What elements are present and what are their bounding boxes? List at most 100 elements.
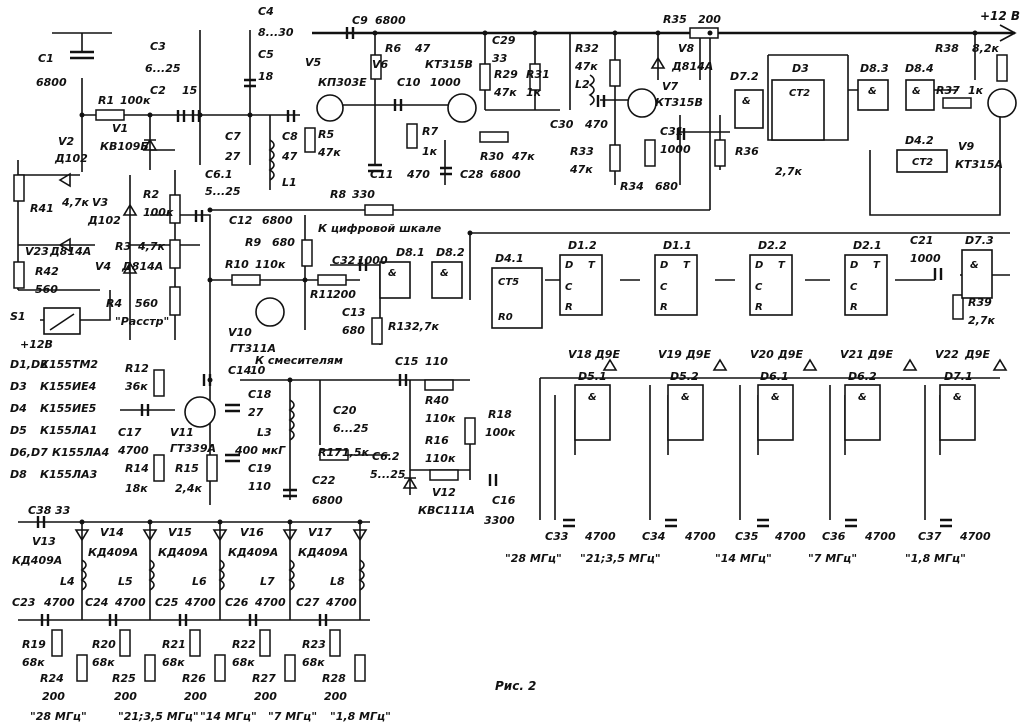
label-r39-value: 2,7к xyxy=(968,314,995,327)
label-v5: V5 xyxy=(305,56,322,69)
label-r30: R30 xyxy=(480,150,504,163)
legend-type-d8: К155ЛА3 xyxy=(40,468,98,481)
label-c21-value: 1000 xyxy=(910,252,941,265)
label-r13: R13 xyxy=(388,320,412,333)
label-c23: C23 xyxy=(12,596,36,609)
label-r34: R34 xyxy=(620,180,644,193)
chip-d4-1: D4.1 xyxy=(495,252,524,265)
chip-type-legend: D1,D2 К155ТМ2 D3 К155ИЕ4 D4 К155ИЕ5 D5 К… xyxy=(10,358,109,481)
label-r18-value: 100к xyxy=(485,426,516,439)
label-r11-value: 200 xyxy=(333,288,356,301)
label-c11-value: 470 xyxy=(406,168,430,181)
label-v20-value: Д9Е xyxy=(777,348,803,361)
label-c7-value: 27 xyxy=(225,150,241,163)
legend-type-d1d2: К155ТМ2 xyxy=(40,358,98,371)
pin-and-d5-2: & xyxy=(681,392,690,403)
label-r24: R24 xyxy=(40,672,64,685)
label-c6-1-value: 5...25 xyxy=(205,185,241,198)
label-c24-value: 4700 xyxy=(114,596,146,609)
pin-c-d1-2: C xyxy=(565,282,573,293)
label-c12-value: 6800 xyxy=(262,214,293,227)
transistor-symbols xyxy=(184,88,1017,428)
pin-c-d1-1: C xyxy=(660,282,668,293)
label-c7: C7 xyxy=(225,130,241,143)
label-v21: V21 xyxy=(840,348,864,361)
label-r2-value: 100к xyxy=(143,206,174,219)
chip-d6-2: D6.2 xyxy=(848,370,877,383)
label-c16-value: 3300 xyxy=(484,514,515,527)
legend-ref-d6d7: D6,D7 xyxy=(10,446,48,459)
label-r3-value: 4,7к xyxy=(137,240,165,253)
label-v6: V6 xyxy=(372,58,389,71)
label-c9-value: 6800 xyxy=(375,14,406,27)
label-c10: C10 xyxy=(397,76,421,89)
label-v19: V19 xyxy=(658,348,682,361)
label-l6: L6 xyxy=(192,575,207,588)
label-c3-value: 6...25 xyxy=(145,62,181,75)
label-r4-value: 560 xyxy=(135,297,158,310)
legend-ref-d1d2: D1,D2 xyxy=(10,358,48,371)
label-r16-value: 110к xyxy=(425,452,456,465)
label-v3: V3 xyxy=(92,196,109,209)
chip-d6-1: D6.1 xyxy=(760,370,789,383)
label-r16: R16 xyxy=(425,434,449,447)
band-top-28: "28 МГц" xyxy=(505,552,562,565)
pin-and-d8-1: & xyxy=(388,268,397,279)
label-c33: C33 xyxy=(545,530,569,543)
pin-d-d2-1: D xyxy=(850,260,858,271)
label-r19: R19 xyxy=(22,638,46,651)
label-c4-value: 8...30 xyxy=(258,26,294,39)
label-c36: C36 xyxy=(822,530,846,543)
label-r7-value: 1к xyxy=(422,145,438,158)
label-r34-value: 680 xyxy=(655,180,678,193)
label-r6: R6 xyxy=(385,42,401,55)
label-c13-value: 680 xyxy=(342,324,365,337)
band-labels: "28 МГц" "21;3,5 МГц" "14 МГц" "7 МГц" "… xyxy=(30,552,966,723)
label-v11-value: ГТ339А xyxy=(170,442,216,455)
label-c27-value: 4700 xyxy=(325,596,357,609)
pin-and-d6-2: & xyxy=(858,392,867,403)
label-r9-value: 680 xyxy=(272,236,295,249)
label-c16: C16 xyxy=(492,494,516,507)
label-v8: V8 xyxy=(678,42,695,55)
label-r6-value: 47 xyxy=(414,42,431,55)
label-r38: R38 xyxy=(935,42,959,55)
label-l5: L5 xyxy=(118,575,133,588)
pin-r0-d4-1: R0 xyxy=(498,312,513,323)
legend-ref-d5: D5 xyxy=(10,424,27,437)
pin-c-d2-2: C xyxy=(755,282,763,293)
label-c5-value: 18 xyxy=(258,70,274,83)
label-r12-value: 36к xyxy=(125,380,148,393)
label-l3: L3 xyxy=(257,426,272,439)
label-c6-1: C6.1 xyxy=(205,168,233,181)
label-battery: +12В xyxy=(20,338,53,351)
label-c10-value: 1000 xyxy=(430,76,461,89)
label-c30-value: 470 xyxy=(584,118,608,131)
label-r31: R31 xyxy=(526,68,550,81)
label-r5-value: 47к xyxy=(317,146,341,159)
label-r33: R33 xyxy=(570,145,594,158)
legend-type-d4: К155ИЕ5 xyxy=(40,402,97,415)
label-v2: V2 xyxy=(58,135,75,148)
label-r23-value: 68к xyxy=(302,656,325,669)
label-v4: V4 xyxy=(95,260,111,273)
legend-ref-d3: D3 xyxy=(10,380,27,393)
label-c22: C22 xyxy=(312,474,336,487)
label-v9-value: КТ315А xyxy=(955,158,1003,171)
label-r27-value: 200 xyxy=(254,690,277,703)
pin-d-d2-2: D xyxy=(755,260,763,271)
pin-ct5-d4-1: CT5 xyxy=(498,277,519,288)
label-v7: V7 xyxy=(662,80,679,93)
label-r10: R10 xyxy=(225,258,249,271)
label-c25: C25 xyxy=(155,596,179,609)
label-r1: R1 xyxy=(98,94,114,107)
chip-pin-marks: & CT2 & & CT2 & & CT5 R0 D T C R D T C R… xyxy=(388,86,979,403)
label-v3-value: Д102 xyxy=(87,214,121,227)
resistor-bodies xyxy=(13,27,1008,682)
chip-d8-1: D8.1 xyxy=(396,246,425,259)
pin-r-d2-2: R xyxy=(755,302,763,313)
label-r22: R22 xyxy=(232,638,256,651)
chip-d2-2: D2.2 xyxy=(758,239,787,252)
label-r9: R9 xyxy=(245,236,261,249)
